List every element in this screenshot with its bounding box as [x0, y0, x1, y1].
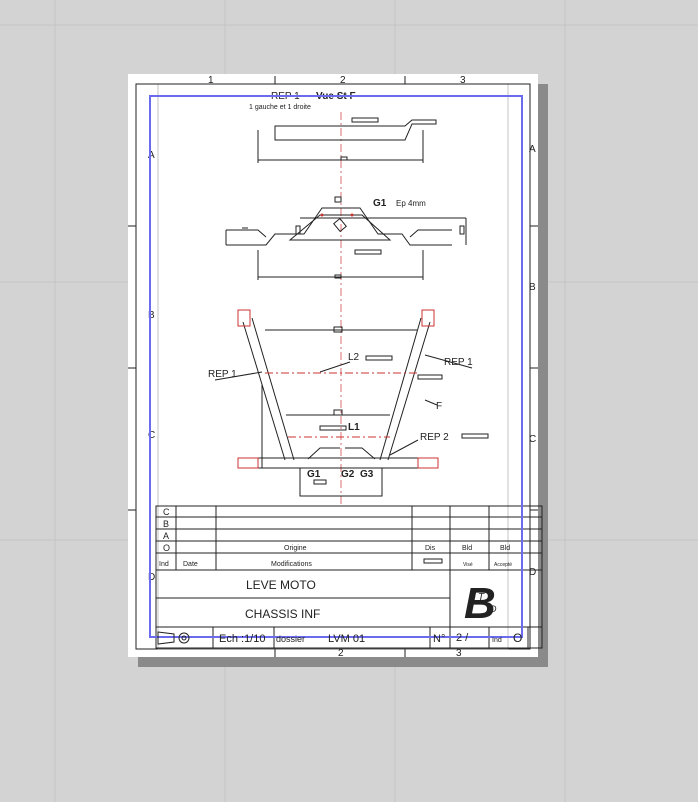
revision-b: B [163, 519, 169, 529]
view-note: 1 gauche et 1 droite [249, 104, 311, 111]
revision-o: O [163, 543, 170, 553]
row-label: D [529, 567, 536, 578]
revision-c: C [163, 507, 170, 517]
number-label: N° [433, 633, 445, 645]
front-view [214, 309, 489, 497]
header-ind: Ind [159, 561, 169, 568]
label-thickness: Ep 4mm [396, 199, 426, 208]
label-g2: G2 [341, 469, 355, 480]
index-value: O [513, 631, 522, 645]
header-ver1: Bld [462, 545, 472, 552]
print-area [149, 95, 523, 638]
scale: Ech :1/10 [219, 633, 265, 645]
label-rep2: REP 2 [420, 432, 449, 443]
header-dis: Dis [425, 545, 436, 552]
svg-text:D: D [490, 604, 497, 614]
svg-text:B: B [464, 579, 496, 628]
header-sub1: Visé [463, 562, 473, 568]
index-label: Ind [492, 637, 502, 644]
row-label: B [148, 310, 155, 321]
label-f: F [436, 401, 442, 412]
folder-label: dossier [276, 634, 305, 644]
drawing-subtitle: CHASSIS INF [245, 607, 320, 621]
header-modifications: Modifications [271, 561, 312, 568]
header-ver2: Bld [500, 545, 510, 552]
company-logo: B T D [464, 579, 497, 628]
header-sub2: Accepté [494, 562, 512, 568]
row-label: A [529, 144, 536, 155]
label-g3: G3 [360, 469, 374, 480]
row-label: D [148, 572, 155, 583]
row-label: C [529, 434, 536, 445]
revision-a: A [163, 531, 169, 541]
label-rep1-left: REP 1 [208, 369, 237, 380]
svg-text:T: T [478, 592, 485, 603]
label-l2: L2 [348, 352, 360, 363]
origin-label: Origine [284, 545, 307, 552]
label-rep1-right: REP 1 [444, 357, 473, 368]
label-l1: L1 [348, 422, 360, 433]
projection-symbol-icon [157, 631, 190, 645]
drawing-title: LEVE MOTO [246, 578, 316, 592]
sheet-border [128, 76, 538, 657]
column-label: 1 [208, 75, 214, 86]
row-label: B [529, 282, 536, 293]
title-block [155, 505, 543, 649]
label-g1-top: G1 [373, 198, 387, 209]
weld-points [320, 213, 354, 217]
folder-value: LVM 01 [328, 633, 365, 645]
header-date: Date [183, 561, 198, 568]
row-label: C [148, 430, 155, 441]
column-label: 3 [456, 648, 462, 659]
label-g1: G1 [307, 469, 321, 480]
row-label: A [148, 150, 155, 161]
column-label: 3 [460, 75, 466, 86]
sheet-number: 2 / [456, 632, 469, 644]
drawing-sheet[interactable] [128, 74, 538, 657]
column-label: 2 [340, 75, 346, 86]
column-label: 2 [338, 648, 344, 659]
side-view [225, 196, 467, 280]
top-view [257, 117, 437, 163]
